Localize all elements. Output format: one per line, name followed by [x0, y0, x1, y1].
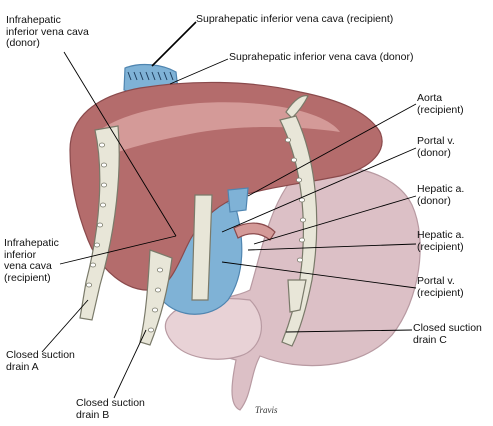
drain-b-tube: [139, 249, 173, 346]
label-drain-c: Closed suction drain C: [413, 322, 482, 346]
drain-perforation: [90, 262, 97, 268]
label-infrahepatic-ivc-donor: Infrahepatic inferior vena cava (donor): [6, 14, 89, 49]
leader-aorta-recipient: [247, 103, 417, 197]
drain-perforation: [147, 327, 154, 333]
drain-perforation: [299, 217, 306, 223]
leader-drain-c: [285, 329, 413, 333]
aorta-stub: [227, 187, 249, 213]
label-infrahepatic-ivc-recipient: Infrahepatic inferior vena cava (recipie…: [4, 237, 59, 284]
drain-perforation: [101, 162, 108, 168]
drain-perforation: [101, 182, 108, 188]
illustrator-signature: Travis: [255, 405, 278, 415]
leader-infrahepatic-ivc-donor: [63, 51, 177, 237]
drain-perforation: [296, 257, 303, 263]
liver-highlight: [100, 102, 340, 160]
label-portal-v-donor: Portal v. (donor): [417, 135, 455, 159]
suture-stitch: [151, 71, 156, 81]
drain-perforation: [156, 267, 163, 273]
label-portal-v-recipient: Portal v. (recipient): [417, 275, 464, 299]
drain-perforation: [295, 177, 302, 183]
label-hepatic-a-donor: Hepatic a. (donor): [417, 183, 465, 207]
suture-stitch: [157, 71, 162, 81]
label-drain-b: Closed suction drain B: [76, 397, 145, 421]
label-hepatic-a-recipient: Hepatic a. (recipient): [417, 229, 465, 253]
drain-perforation: [94, 242, 101, 248]
label-suprahepatic-ivc-donor: Suprahepatic inferior vena cava (donor): [229, 51, 414, 63]
drain-perforation: [298, 237, 305, 243]
drain-stub-right: [287, 279, 307, 313]
drain-perforation: [100, 202, 107, 208]
drain-perforation: [97, 222, 104, 228]
hepatic-artery: [233, 222, 276, 241]
suture-stitch: [139, 71, 144, 81]
leader-suprahepatic-ivc-recipient: [151, 21, 197, 67]
drain-perforation: [99, 142, 106, 148]
suture-stitch: [133, 71, 138, 81]
portal-vein: [191, 194, 213, 301]
suture-stitch: [163, 71, 168, 81]
leader-infrahepatic-ivc-recipient: [59, 235, 177, 265]
drain-perforation: [290, 157, 297, 163]
drain-c-tube: [279, 115, 318, 347]
label-drain-a: Closed suction drain A: [6, 349, 75, 373]
leader-drain-a: [41, 299, 89, 353]
falciform-ligament: [285, 95, 309, 119]
leader-drain-b: [113, 329, 147, 399]
suture-stitch: [127, 71, 132, 81]
drain-perforation: [151, 307, 158, 313]
suture-stitch: [145, 71, 150, 81]
leader-hepatic-a-recipient: [247, 243, 417, 251]
drain-perforation: [154, 287, 161, 293]
drain-perforation: [298, 197, 305, 203]
drain-perforation: [284, 137, 291, 143]
leader-portal-v-recipient: [221, 261, 417, 289]
leader-suprahepatic-ivc-donor: [169, 58, 229, 85]
drain-perforation: [86, 282, 93, 288]
label-suprahepatic-ivc-recipient: Suprahepatic inferior vena cava (recipie…: [196, 13, 394, 25]
label-aorta-recipient: Aorta (recipient): [417, 92, 464, 116]
leader-portal-v-donor: [221, 147, 417, 233]
leader-hepatic-a-donor: [253, 195, 417, 245]
suture-stitch: [169, 71, 174, 81]
